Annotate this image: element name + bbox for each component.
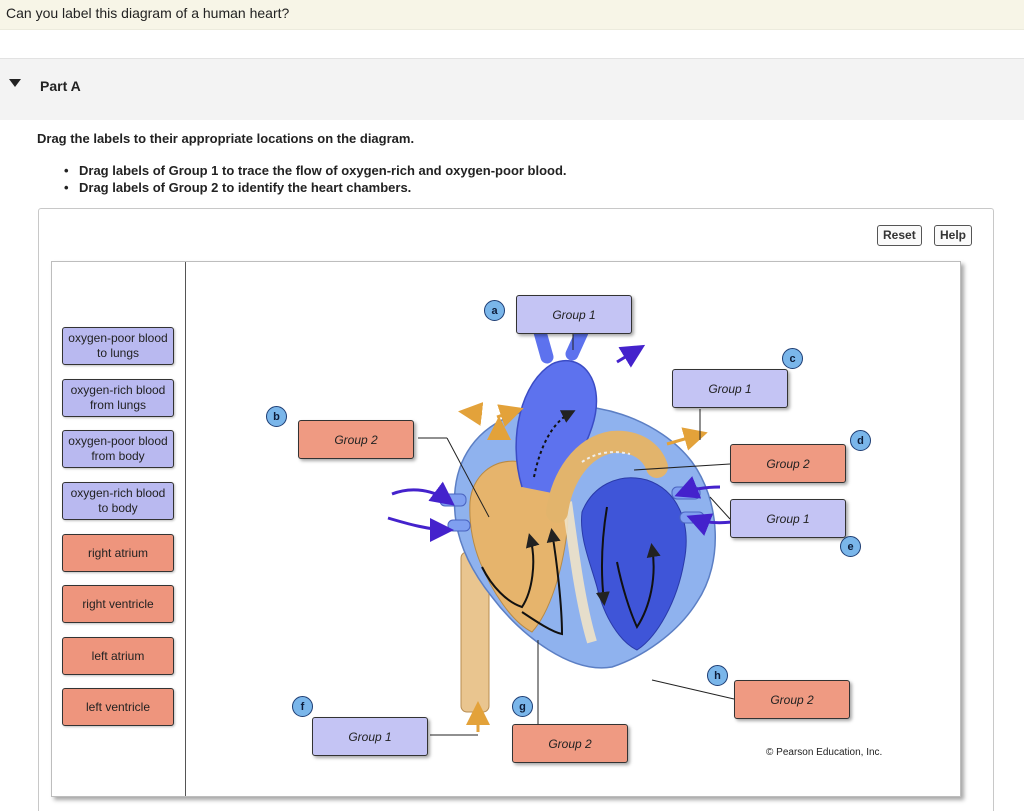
part-title: Part A [40,78,81,94]
target-badge-b: b [266,406,287,427]
help-button[interactable]: Help [934,225,973,246]
instructions-text: Drag the labels to their appropriate loc… [37,131,415,146]
drop-target-d[interactable]: Group 2 [730,444,846,483]
label-chip-right-ventricle[interactable]: right ventricle [62,585,174,623]
collapse-triangle-icon[interactable] [9,79,21,87]
drop-target-c[interactable]: Group 1 [672,369,788,408]
target-badge-e: e [840,536,861,557]
label-chip-right-atrium[interactable]: right atrium [62,534,174,572]
pulmonary-trunk [546,430,668,523]
question-text: Can you label this diagram of a human he… [6,5,290,21]
target-badge-h: h [707,665,728,686]
pointer-line-icon [418,334,735,736]
target-badge-g: g [512,696,533,717]
target-badge-c: c [782,348,803,369]
copyright-notice: © Pearson Education, Inc. [766,747,883,758]
heart-diagram [387,299,735,736]
drop-target-e[interactable]: Group 1 [730,499,846,538]
drop-target-g[interactable]: Group 2 [512,724,628,763]
instruction-bullet: Drag labels of Group 2 to identify the h… [64,180,567,197]
drop-target-f[interactable]: Group 1 [312,717,428,756]
reset-button[interactable]: Reset [877,225,922,246]
palette-divider [185,262,186,796]
target-badge-f: f [292,696,313,717]
target-badge-a: a [484,300,505,321]
target-badge-d: d [850,430,871,451]
drop-target-b[interactable]: Group 2 [298,420,414,459]
instruction-bullet: Drag labels of Group 1 to trace the flow… [64,163,567,180]
drop-target-h[interactable]: Group 2 [734,680,850,719]
instruction-bullets: Drag labels of Group 1 to trace the flow… [64,163,567,197]
part-header[interactable]: Part A [0,58,1024,120]
drop-target-a[interactable]: Group 1 [516,295,632,334]
label-chip-left-ventricle[interactable]: left ventricle [62,688,174,726]
left-heart-chambers [580,477,687,651]
label-chip-left-atrium[interactable]: left atrium [62,637,174,675]
question-bar: Can you label this diagram of a human he… [0,0,1024,30]
